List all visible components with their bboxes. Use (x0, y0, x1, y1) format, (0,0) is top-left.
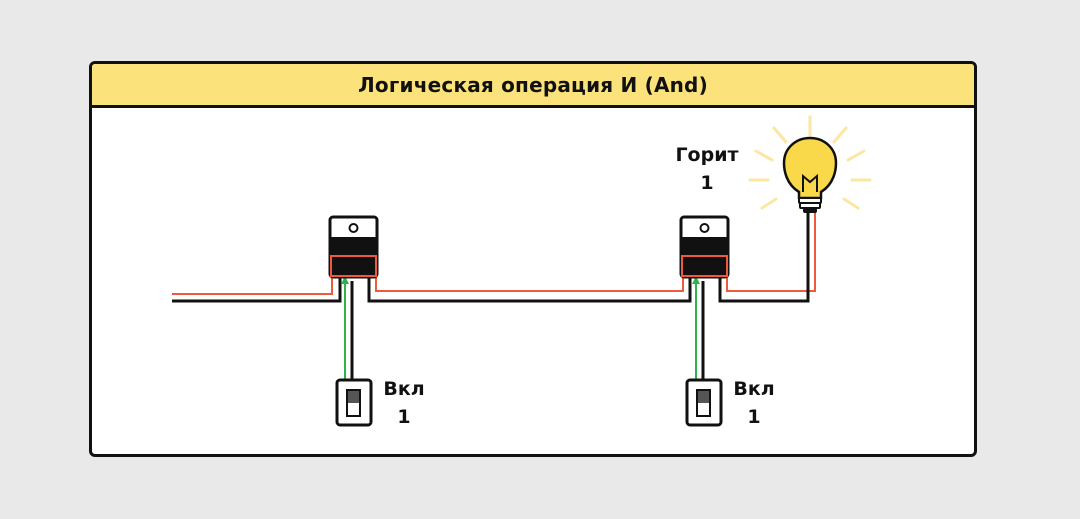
control-arrow (341, 276, 349, 284)
switch-state-label: Вкл (383, 378, 425, 400)
wall-switch-icon[interactable] (685, 378, 723, 427)
wires (172, 212, 816, 381)
neutral-wire (718, 212, 810, 303)
relay (679, 215, 730, 279)
relay (328, 215, 379, 279)
diagram-title: Логическая операция И (And) (358, 72, 708, 97)
neutral-wire (367, 277, 692, 303)
live-wire (172, 277, 333, 295)
switch-value: 1 (397, 406, 411, 428)
switch-state-label: Вкл (733, 378, 775, 400)
live-wire (726, 212, 816, 292)
lamp-value: 1 (700, 172, 714, 194)
control-arrow (692, 276, 700, 284)
lamp-state-label: Горит (675, 144, 739, 166)
light-bulb-icon (748, 115, 872, 213)
wall-switch-icon[interactable] (335, 378, 373, 427)
switch-label: Вкл 1 (724, 375, 784, 431)
lamp-label: Горит 1 (662, 141, 752, 197)
live-wire (375, 277, 684, 292)
light-rays (748, 115, 872, 210)
neutral-wire (172, 277, 342, 303)
switch-label: Вкл 1 (374, 375, 434, 431)
switch-value: 1 (747, 406, 761, 428)
diagram-panel: Логическая операция И (And) (89, 61, 977, 457)
title-bar: Логическая операция И (And) (92, 64, 974, 108)
